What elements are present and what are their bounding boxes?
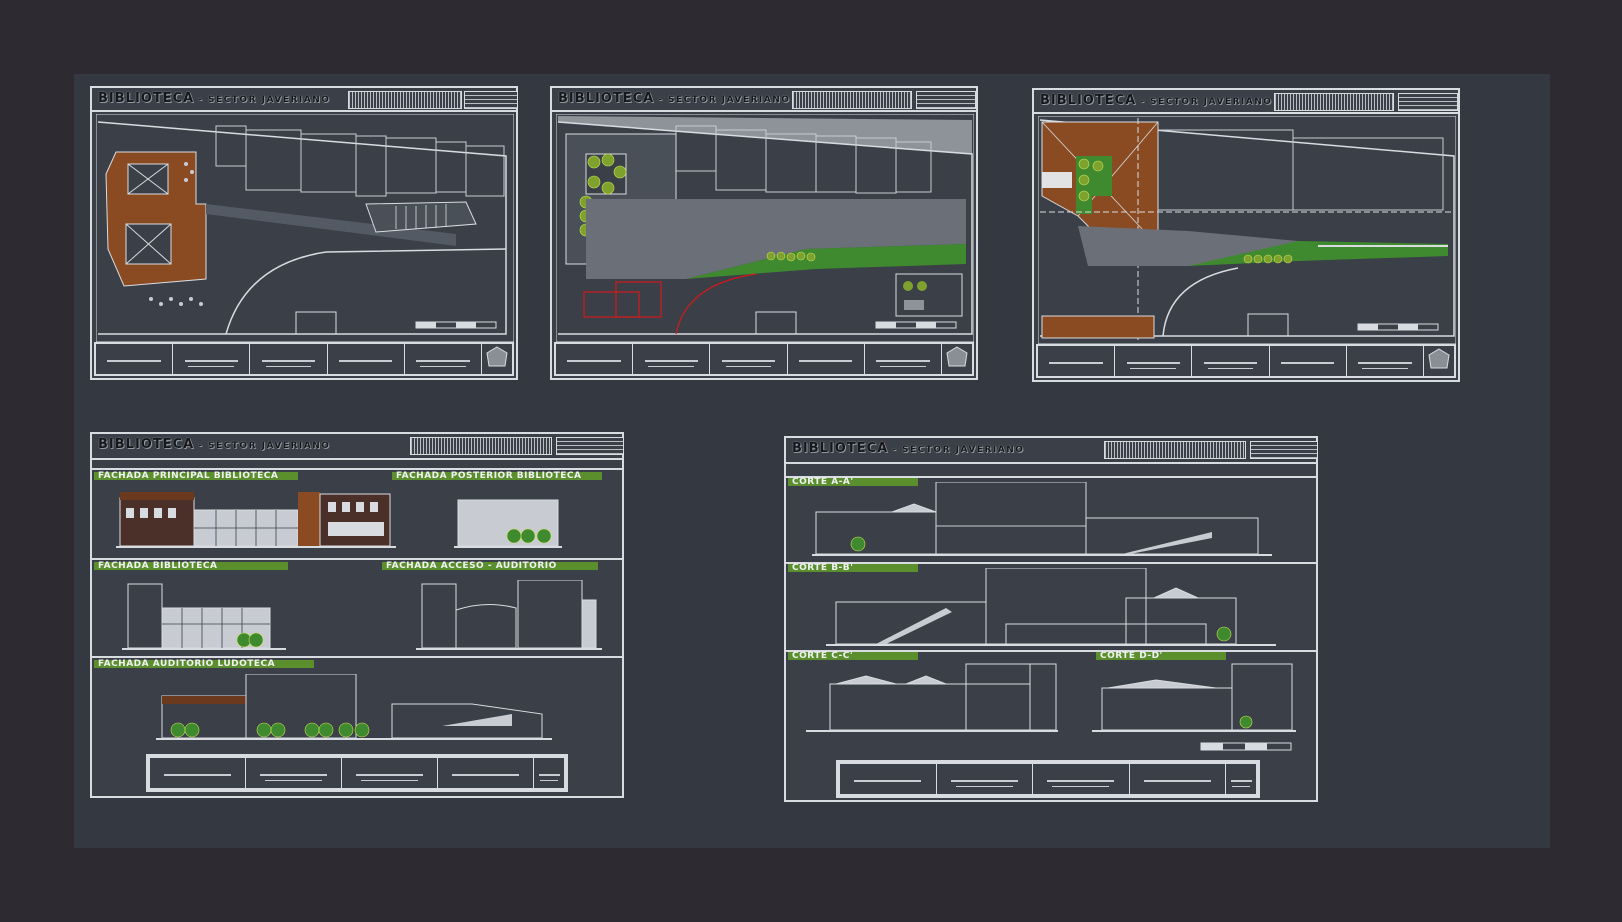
sheet-title: BIBLIOTECA- SECTOR JAVERIANO: [558, 91, 790, 106]
sheet-subtitle: - SECTOR JAVERIANO: [892, 445, 1025, 455]
sheet-roof-plan[interactable]: BIBLIOTECA- SECTOR JAVERIANO: [1032, 88, 1460, 382]
sheet-title-main: BIBLIOTECA: [98, 91, 195, 106]
sheet-title-main: BIBLIOTECA: [558, 91, 655, 106]
section-a-drawing: [812, 482, 1292, 558]
sheet-title-main: BIBLIOTECA: [98, 437, 195, 452]
section-b-svg: [826, 568, 1276, 646]
sheet-subtitle: - SECTOR JAVERIANO: [198, 441, 331, 451]
roof-plan-drawing: [1038, 116, 1456, 344]
drawing-canvas: BIBLIOTECA- SECTOR JAVERIANO: [74, 74, 1550, 848]
roof-plan-svg: [1038, 116, 1456, 344]
sheet-title: BIBLIOTECA- SECTOR JAVERIANO: [1040, 93, 1272, 108]
title-block-hatch: [410, 437, 552, 455]
title-block-hatch: [1274, 93, 1394, 111]
sheet-landscape-plan[interactable]: BIBLIOTECA- SECTOR JAVERIANO: [550, 86, 978, 380]
sheet-title: BIBLIOTECA- SECTOR JAVERIANO: [98, 437, 330, 452]
elevation-front-drawing: [116, 490, 616, 556]
sheet-title-bar: BIBLIOTECA- SECTOR JAVERIANO: [92, 434, 624, 460]
label-fachada-biblioteca: FACHADA BIBLIOTECA: [94, 562, 288, 571]
sheet-title-bar: BIBLIOTECA- SECTOR JAVERIANO: [92, 88, 518, 112]
title-block-hatch: [348, 91, 462, 109]
title-block-logo: [1250, 441, 1318, 459]
sheet-subtitle: - SECTOR JAVERIANO: [658, 95, 791, 105]
title-block-logo: [916, 91, 976, 109]
sheet-title: BIBLIOTECA- SECTOR JAVERIANO: [792, 441, 1024, 456]
label-fachada-auditorio: FACHADA AUDITORIO LUDOTECA: [94, 660, 314, 669]
sheet-elevations[interactable]: BIBLIOTECA- SECTOR JAVERIANO FACHADA PRI…: [90, 432, 624, 798]
scale-bar-icon: [1357, 323, 1439, 331]
sheet-ground-floor-plan[interactable]: BIBLIOTECA- SECTOR JAVERIANO: [90, 86, 518, 380]
sheet-sections[interactable]: BIBLIOTECA- SECTOR JAVERIANO CORTE A-A' …: [784, 436, 1318, 802]
label-fachada-posterior: FACHADA POSTERIOR BIBLIOTECA: [392, 472, 602, 481]
label-corte-a: CORTE A-A': [788, 478, 918, 487]
floor-plan-svg: [96, 114, 514, 342]
section-cd-svg: [806, 663, 1296, 732]
label-corte-c: CORTE C-C': [788, 652, 918, 661]
title-block-hatch: [1104, 441, 1246, 459]
section-a-svg: [812, 482, 1272, 556]
title-block-logo: [1398, 93, 1458, 111]
scale-bar-icon: [1200, 742, 1292, 751]
label-fachada-principal: FACHADA PRINCIPAL BIBLIOTECA: [94, 472, 298, 481]
title-block-logo: [556, 437, 624, 455]
sheet-info-strip: [94, 342, 514, 376]
sheet-title: BIBLIOTECA- SECTOR JAVERIANO: [98, 91, 330, 106]
sheet-title-bar: BIBLIOTECA- SECTOR JAVERIANO: [552, 88, 976, 112]
sheet-subtitle: - SECTOR JAVERIANO: [198, 95, 331, 105]
elevation-auditorium-svg: [156, 674, 552, 740]
sheet-title-bar: BIBLIOTECA- SECTOR JAVERIANO: [786, 438, 1318, 464]
section-cd-drawing: [796, 660, 1306, 734]
elevation-library-svg: [122, 580, 602, 650]
stamp-icon: [1428, 348, 1450, 369]
floor-plan-drawing: [96, 114, 514, 342]
sheet-info-strip: [146, 754, 568, 792]
sheet-title-bar: BIBLIOTECA- SECTOR JAVERIANO: [1034, 90, 1458, 114]
scale-bar-icon: [875, 321, 957, 329]
landscape-plan-svg: [556, 114, 974, 342]
label-corte-d: CORTE D-D': [1096, 652, 1226, 661]
elevation-library-drawing: [116, 580, 616, 652]
label-corte-b: CORTE B-B': [788, 564, 918, 573]
sheet-title-main: BIBLIOTECA: [1040, 93, 1137, 108]
stamp-icon: [946, 346, 968, 367]
sheet-title-main: BIBLIOTECA: [792, 441, 889, 456]
stamp-icon: [486, 346, 508, 367]
scale-bar: [1200, 742, 1292, 752]
sheet-info-strip: [1036, 344, 1456, 378]
elevation-auditorium-drawing: [152, 674, 562, 746]
scale-bar-icon: [415, 321, 497, 329]
sheet-info-strip: [554, 342, 974, 376]
label-fachada-acceso: FACHADA ACCESO - AUDITORIO: [382, 562, 598, 571]
sheet-info-strip: [836, 760, 1260, 798]
elevation-front-svg: [116, 492, 562, 548]
title-block-hatch: [792, 91, 912, 109]
landscape-plan-drawing: [556, 114, 974, 342]
title-block-logo: [464, 91, 518, 109]
section-b-drawing: [806, 568, 1296, 648]
sheet-subtitle: - SECTOR JAVERIANO: [1140, 97, 1273, 107]
